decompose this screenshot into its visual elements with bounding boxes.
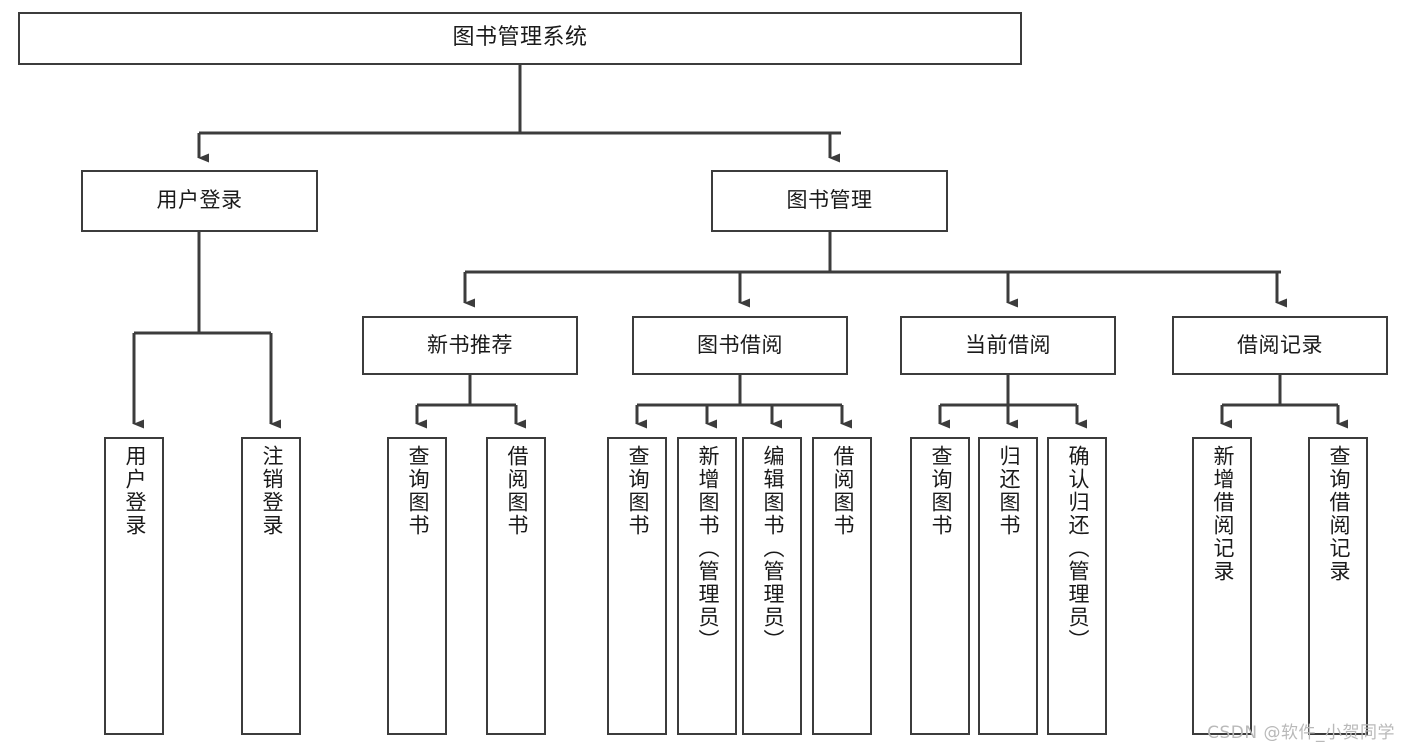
node-book-borrow[interactable]: 图书借阅 [632,316,848,375]
node-label: 查询图书 [405,445,430,537]
leaf-current-borrow-confirm-return-admin[interactable]: 确认归还（管理员） [1047,437,1107,735]
node-label: 图书借阅 [697,332,783,357]
node-book-management[interactable]: 图书管理 [711,170,948,232]
node-label: 查询借阅记录 [1326,445,1351,583]
leaf-new-book-query-book[interactable]: 查询图书 [387,437,447,735]
leaf-current-borrow-return-book[interactable]: 归还图书 [978,437,1038,735]
leaf-new-book-borrow-book[interactable]: 借阅图书 [486,437,546,735]
node-label: 用户登录 [122,445,147,537]
node-new-book-recommend[interactable]: 新书推荐 [362,316,578,375]
leaf-book-borrow-edit-book-admin[interactable]: 编辑图书（管理员） [742,437,802,735]
leaf-user-login-logout[interactable]: 注销登录 [241,437,301,735]
node-label: 注销登录 [259,445,284,537]
node-label: 用户登录 [156,188,243,213]
watermark-text: CSDN @软件_小贺同学 [1207,723,1395,743]
node-label: 借阅图书 [504,445,529,537]
node-label: 新书推荐 [427,332,513,357]
node-user-login[interactable]: 用户登录 [81,170,318,232]
leaf-user-login-login[interactable]: 用户登录 [104,437,164,735]
node-label: 确认归还（管理员） [1065,445,1090,652]
node-label: 查询图书 [625,445,650,537]
node-label: 图书管理系统 [452,25,588,51]
leaf-book-borrow-add-book-admin[interactable]: 新增图书（管理员） [677,437,737,735]
leaf-borrow-record-query-record[interactable]: 查询借阅记录 [1308,437,1368,735]
node-root-system[interactable]: 图书管理系统 [18,12,1022,65]
leaf-book-borrow-borrow-book[interactable]: 借阅图书 [812,437,872,735]
node-label: 归还图书 [996,445,1021,537]
leaf-book-borrow-query-book[interactable]: 查询图书 [607,437,667,735]
node-label: 当前借阅 [965,332,1051,357]
node-label: 借阅图书 [830,445,855,537]
leaf-current-borrow-query-book[interactable]: 查询图书 [910,437,970,735]
node-label: 图书管理 [786,188,873,213]
node-label: 借阅记录 [1237,332,1323,357]
node-label: 新增借阅记录 [1210,445,1235,583]
node-label: 查询图书 [928,445,953,537]
node-label: 新增图书（管理员） [695,445,720,652]
node-label: 编辑图书（管理员） [760,445,785,652]
node-borrow-record[interactable]: 借阅记录 [1172,316,1388,375]
leaf-borrow-record-add-record[interactable]: 新增借阅记录 [1192,437,1252,735]
node-current-borrow[interactable]: 当前借阅 [900,316,1116,375]
